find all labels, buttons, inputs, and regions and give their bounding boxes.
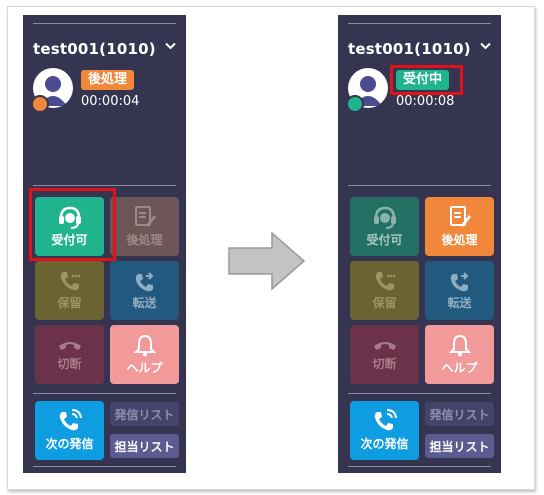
divider <box>348 185 491 186</box>
status-dot <box>346 95 364 113</box>
help-button[interactable]: ヘルプ <box>110 325 179 384</box>
status-badge: 後処理 <box>81 70 135 90</box>
hangup-button[interactable]: 切断 <box>35 325 104 384</box>
hangup-icon <box>58 342 81 350</box>
bell-icon <box>448 334 471 357</box>
headset-icon <box>373 206 396 229</box>
next-call-button[interactable]: 次の発信 <box>35 401 104 460</box>
phone-call-icon <box>59 409 82 431</box>
phone-hold-icon <box>375 272 395 291</box>
assigned-list-button[interactable]: 担当リスト <box>110 434 179 458</box>
transfer-button[interactable]: 転送 <box>425 261 494 320</box>
highlight-box-accept <box>29 188 116 261</box>
agent-panel-after: test001(1010) 00:00:08 受付中 受付可 後処理 保留 転送… <box>338 15 501 473</box>
phone-transfer-icon <box>135 272 153 292</box>
divider <box>348 23 491 24</box>
chevron-down-icon[interactable] <box>165 39 176 54</box>
hold-label: 保留 <box>57 296 82 310</box>
status-badge: 受付中 <box>396 70 450 90</box>
hold-button[interactable]: 保留 <box>35 261 104 320</box>
divider <box>33 393 176 394</box>
outgoing-list-button[interactable]: 発信リスト <box>110 402 179 426</box>
bell-icon <box>133 334 156 357</box>
accept-button[interactable]: 受付可 <box>350 197 419 256</box>
phone-hold-icon <box>60 272 80 291</box>
after-work-button[interactable]: 後処理 <box>425 197 494 256</box>
edit-note-icon <box>134 206 156 227</box>
hold-button[interactable]: 保留 <box>350 261 419 320</box>
next-call-label: 次の発信 <box>45 437 94 451</box>
status-timer: 00:00:04 <box>81 94 140 109</box>
divider <box>33 185 176 186</box>
after-work-button[interactable]: 後処理 <box>110 197 179 256</box>
accept-button[interactable]: 受付可 <box>35 197 104 256</box>
hold-label: 保留 <box>372 296 397 310</box>
accept-label: 受付可 <box>366 233 403 247</box>
edit-note-icon <box>449 206 471 227</box>
hangup-label: 切断 <box>57 357 82 371</box>
status-dot <box>31 95 49 113</box>
hangup-icon <box>373 342 396 350</box>
help-label: ヘルプ <box>126 361 163 375</box>
assigned-list-button[interactable]: 担当リスト <box>425 434 494 458</box>
next-call-button[interactable]: 次の発信 <box>350 401 419 460</box>
agent-panel-before: test001(1010) 後処理 00:00:04 受付可 後処理 保留 転送… <box>23 15 186 473</box>
outgoing-list-button[interactable]: 発信リスト <box>425 402 494 426</box>
highlight-box-status <box>390 65 463 95</box>
help-button[interactable]: ヘルプ <box>425 325 494 384</box>
transfer-button[interactable]: 転送 <box>110 261 179 320</box>
headset-icon <box>58 206 81 229</box>
next-call-label: 次の発信 <box>360 437 409 451</box>
divider <box>33 23 176 24</box>
divider <box>348 466 491 467</box>
after-work-label: 後処理 <box>126 233 163 247</box>
transfer-label: 転送 <box>447 296 472 310</box>
hangup-button[interactable]: 切断 <box>350 325 419 384</box>
transfer-label: 転送 <box>132 296 157 310</box>
user-name: test001(1010) <box>348 40 471 58</box>
phone-transfer-icon <box>450 272 468 292</box>
accept-label: 受付可 <box>51 233 88 247</box>
chevron-down-icon[interactable] <box>480 39 491 54</box>
help-label: ヘルプ <box>441 361 478 375</box>
after-work-label: 後処理 <box>441 233 478 247</box>
divider <box>33 466 176 467</box>
status-timer: 00:00:08 <box>396 94 455 109</box>
hangup-label: 切断 <box>372 357 397 371</box>
arrow-right-icon <box>228 231 306 294</box>
user-name: test001(1010) <box>33 40 156 58</box>
divider <box>348 393 491 394</box>
phone-call-icon <box>374 409 397 431</box>
